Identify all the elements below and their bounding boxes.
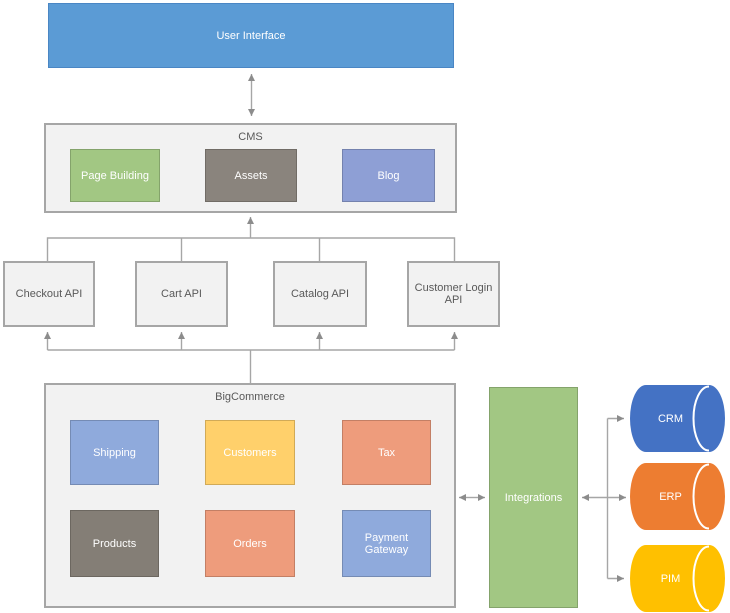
node-customer-login-api[interactable]: Customer Login API bbox=[407, 261, 500, 327]
node-integrations[interactable]: Integrations bbox=[489, 387, 578, 608]
orders-label: Orders bbox=[233, 537, 267, 550]
page-building-label: Page Building bbox=[81, 169, 149, 182]
customers-label: Customers bbox=[223, 446, 277, 459]
node-customers[interactable]: Customers bbox=[205, 420, 295, 485]
cms-label: CMS bbox=[238, 131, 263, 143]
node-checkout-api[interactable]: Checkout API bbox=[3, 261, 95, 327]
node-orders[interactable]: Orders bbox=[205, 510, 295, 577]
pim-cylinder-shape bbox=[630, 545, 725, 612]
bigcommerce-label: BigCommerce bbox=[215, 391, 285, 403]
node-tax[interactable]: Tax bbox=[342, 420, 431, 485]
node-payment-gateway[interactable]: Payment Gateway bbox=[342, 510, 431, 577]
products-label: Products bbox=[92, 537, 137, 550]
user-interface-label: User Interface bbox=[216, 29, 286, 42]
node-erp-cylinder[interactable]: ERP bbox=[630, 463, 725, 530]
customer-login-api-label: Customer Login API bbox=[414, 282, 493, 306]
node-catalog-api[interactable]: Catalog API bbox=[273, 261, 367, 327]
catalog-api-label: Catalog API bbox=[290, 288, 350, 300]
integrations-label: Integrations bbox=[504, 491, 563, 504]
tax-label: Tax bbox=[377, 446, 396, 459]
node-assets[interactable]: Assets bbox=[205, 149, 297, 202]
crm-cylinder-shape bbox=[630, 385, 725, 452]
erp-cylinder-shape bbox=[630, 463, 725, 530]
payment-gateway-label: Payment Gateway bbox=[364, 531, 409, 556]
cart-api-label: Cart API bbox=[161, 288, 202, 300]
node-products[interactable]: Products bbox=[70, 510, 159, 577]
node-blog[interactable]: Blog bbox=[342, 149, 435, 202]
shipping-label: Shipping bbox=[93, 446, 136, 459]
node-page-building[interactable]: Page Building bbox=[70, 149, 160, 202]
erp-label: ERP bbox=[659, 490, 682, 503]
pim-label: PIM bbox=[660, 572, 681, 585]
node-cart-api[interactable]: Cart API bbox=[135, 261, 228, 327]
node-crm-cylinder[interactable]: CRM bbox=[630, 385, 725, 452]
checkout-api-label: Checkout API bbox=[15, 288, 83, 300]
node-user-interface[interactable]: User Interface bbox=[48, 3, 454, 68]
node-pim-cylinder[interactable]: PIM bbox=[630, 545, 725, 612]
node-shipping[interactable]: Shipping bbox=[70, 420, 159, 485]
assets-label: Assets bbox=[234, 169, 268, 182]
blog-label: Blog bbox=[377, 169, 400, 182]
crm-label: CRM bbox=[657, 412, 684, 425]
